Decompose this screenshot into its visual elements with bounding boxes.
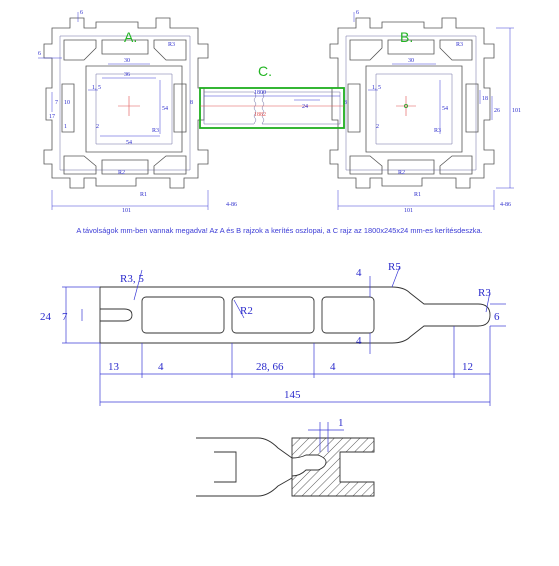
post-a-r3-top: R3 [168, 42, 175, 48]
post-a-d4-86: 4-86 [226, 202, 237, 208]
post-a-d54-h: 54 [126, 140, 132, 146]
post-b-d6: 6 [356, 10, 359, 16]
board-d1882: 1882 [254, 112, 266, 118]
board-d1800: 1800 [254, 90, 266, 96]
section-r5: R5 [388, 261, 401, 273]
section-d13: 13 [108, 361, 120, 373]
post-a-profile [43, 17, 209, 189]
section-d24: 24 [40, 311, 52, 323]
post-a-r3-right: R3 [152, 128, 159, 134]
post-a-d30: 30 [124, 58, 130, 64]
post-b-r3-top: R3 [456, 42, 463, 48]
section-d4-bottom: 4 [356, 335, 362, 347]
post-b-d4-86: 4-86 [500, 202, 511, 208]
joint-detail: 1 [196, 417, 375, 497]
post-a-d8: 8 [190, 100, 193, 106]
post-b-d54: 54 [442, 106, 448, 112]
post-b-d18: 18 [482, 96, 488, 102]
section-d145: 145 [284, 389, 301, 401]
joint-d1: 1 [338, 417, 344, 429]
section-r3: R3 [478, 287, 491, 299]
caption: A távolságok mm-ben vannak megadva! Az A… [76, 226, 483, 235]
section-d6: 6 [494, 311, 500, 323]
post-b-d8: 8 [344, 100, 347, 106]
post-b-d1-5: 1, 5 [372, 85, 381, 91]
section-d12: 12 [462, 361, 473, 373]
post-a-d10: 10 [64, 100, 70, 106]
post-a-d1-5: 1, 5 [92, 85, 101, 91]
section-r2: R2 [240, 305, 253, 317]
post-a-d1: 1 [64, 124, 67, 130]
post-a-d54-v: 54 [162, 106, 168, 112]
post-b-r1: R1 [414, 192, 421, 198]
post-b-r3-right: R3 [434, 128, 441, 134]
section-d4-a: 4 [158, 361, 164, 373]
post-a-d7: 7 [55, 100, 58, 106]
post-a-d6-left: 6 [38, 51, 41, 57]
post-a-r1: R1 [140, 192, 147, 198]
label-a: A. [124, 29, 137, 45]
section-d4-top: 4 [356, 267, 362, 279]
post-b-d2: 2 [376, 124, 379, 130]
post-a-d2: 2 [96, 124, 99, 130]
post-a-dimensions: 6 6 30 36 7 10 17 1, 5 2 1 54 54 R3 R3 R… [38, 10, 237, 214]
board-d24: 24 [302, 104, 308, 110]
post-b-dimensions: 6 30 1, 5 2 54 18 26 101 R3 R3 R2 R1 4-8… [337, 10, 521, 214]
post-b-d101-v: 101 [512, 108, 521, 114]
post-a-d101: 101 [122, 208, 131, 214]
post-a-d36: 36 [124, 72, 130, 78]
section-r3-5: R3, 5 [120, 273, 144, 285]
post-a-r2: R2 [118, 170, 125, 176]
section-d4-b: 4 [330, 361, 336, 373]
post-b-d30: 30 [408, 58, 414, 64]
board-c: 1800 1882 24 C. [199, 63, 345, 129]
post-b-d26: 26 [494, 108, 500, 114]
label-c: C. [258, 63, 272, 79]
post-b-d101: 101 [404, 208, 413, 214]
post-b-profile [329, 17, 495, 189]
post-b-r2: R2 [398, 170, 405, 176]
board-cross-section: 24 7 6 4 4 R3, 5 R5 R3 R2 13 4 28, 66 4 … [40, 261, 506, 406]
label-b: B. [400, 29, 413, 45]
post-a-d17: 17 [49, 114, 55, 120]
post-a-d6-top: 6 [80, 10, 83, 16]
section-d28-66: 28, 66 [256, 361, 284, 373]
section-d7: 7 [62, 311, 68, 323]
